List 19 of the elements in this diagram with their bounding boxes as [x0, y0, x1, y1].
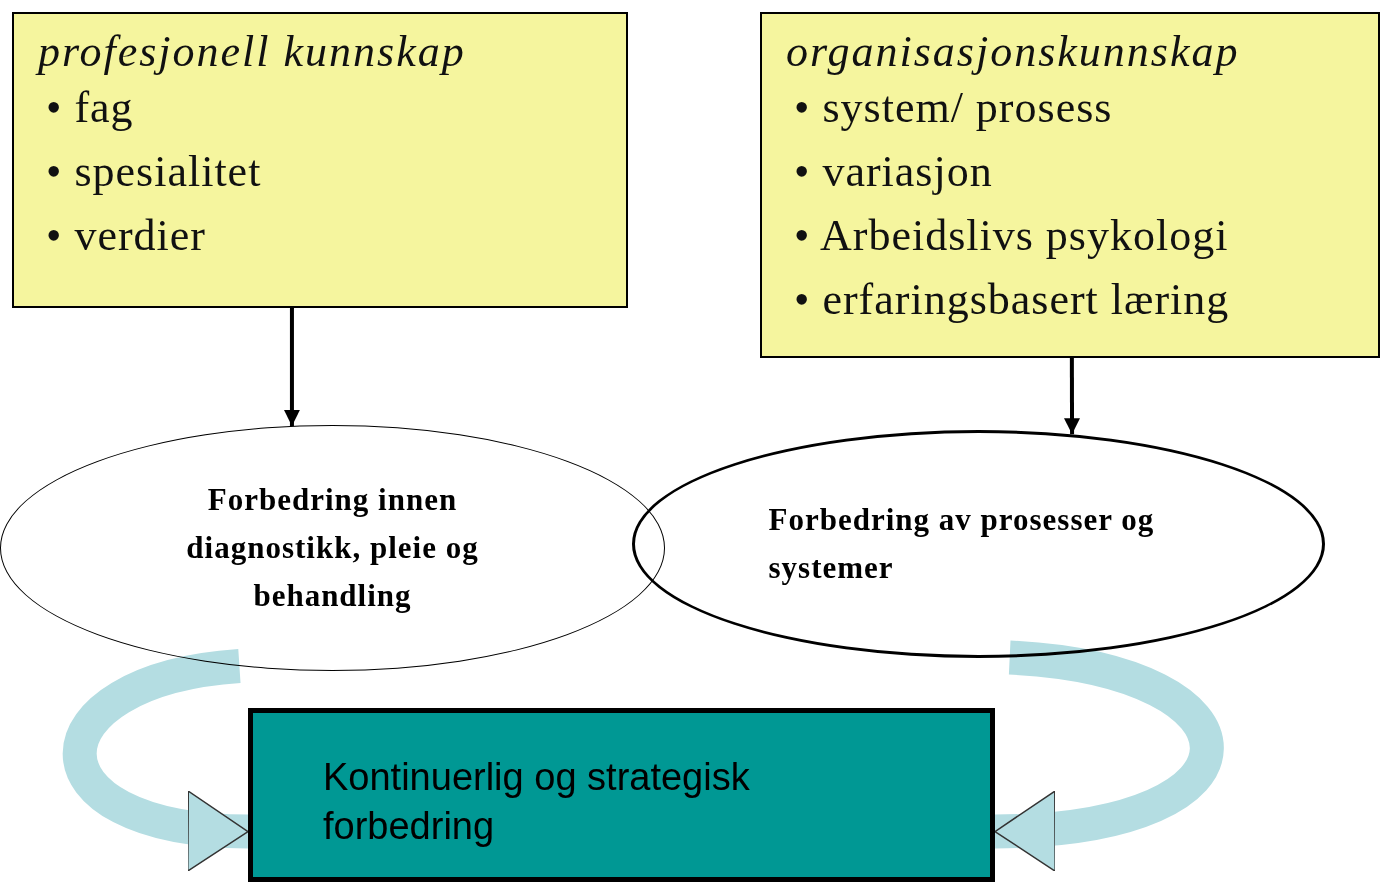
bullet-item: • variasjon — [794, 146, 994, 199]
knowledge-box — [760, 12, 1380, 358]
curved-block-arrow — [994, 640, 1224, 869]
bullet-item: • spesialitet — [46, 146, 263, 199]
curved-block-arrow — [63, 649, 250, 869]
bullet-item: • verdier — [46, 210, 207, 262]
ellipse-label: Forbedring innen diagnostikk, pleie og behandling — [185, 480, 480, 615]
box-label: Kontinuerlig og strategisk forbedring — [323, 755, 751, 850]
bullet-item: • erfaringsbasert læring — [794, 273, 1231, 326]
arrow — [1064, 358, 1080, 435]
ellipse — [632, 430, 1325, 658]
bullet-item: • Arbeidslivs psykologi — [794, 210, 1230, 262]
arrow — [283, 308, 300, 426]
bullet-item: • system/ prosess — [794, 82, 1114, 135]
bullet-item: • fag — [46, 82, 135, 135]
result-box — [248, 708, 995, 882]
box-heading: organisasjonskunnskap — [786, 28, 1241, 77]
knowledge-box — [12, 12, 628, 308]
ellipse-label: Forbedring av prosesser og systemer — [768, 500, 1156, 587]
